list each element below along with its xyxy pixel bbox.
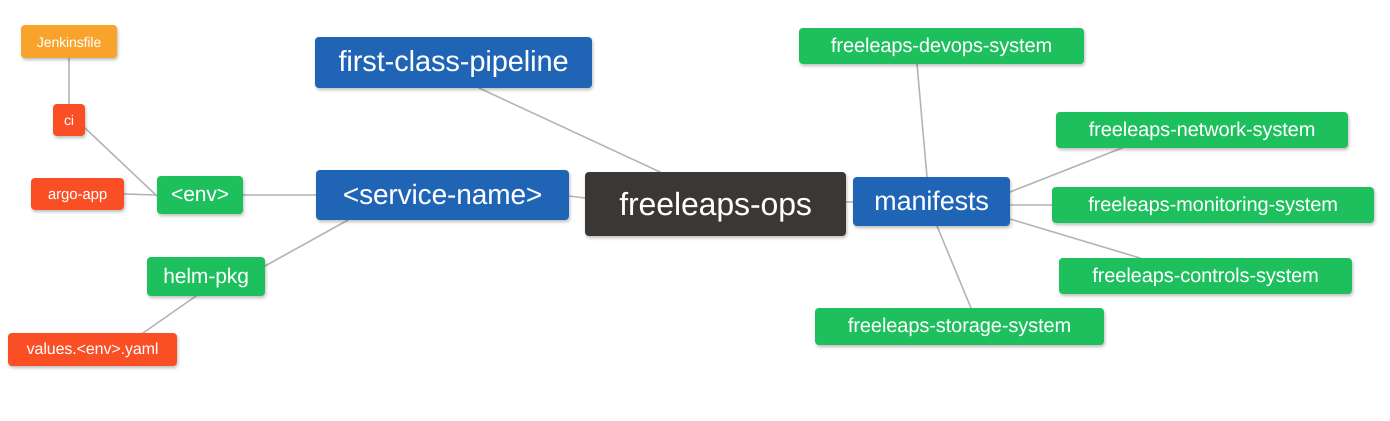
mindmap-node-argo-app[interactable]: argo-app [31,178,124,210]
mindmap-node-first-class-pipeline[interactable]: first-class-pipeline [315,37,592,88]
mindmap-node-freeleaps-monitoring-system[interactable]: freeleaps-monitoring-system [1052,187,1374,223]
edge-service-name-to-freeleaps-ops [568,195,586,199]
edge-manifests-to-freeleaps-devops-system [916,63,928,178]
mindmap-node-freeleaps-controls-system[interactable]: freeleaps-controls-system [1059,258,1352,294]
mindmap-node-helm-pkg[interactable]: helm-pkg [147,257,265,296]
mindmap-node-service-name[interactable]: <service-name> [316,170,569,220]
mindmap-node-freeleaps-network-system[interactable]: freeleaps-network-system [1056,112,1348,148]
edge-argo-app-to-env [123,193,158,196]
edge-first-class-pipeline-to-freeleaps-ops [478,87,661,173]
mindmap-node-freeleaps-ops[interactable]: freeleaps-ops [585,172,846,236]
mindmap-node-ci[interactable]: ci [53,104,85,136]
mindmap-node-freeleaps-storage-system[interactable]: freeleaps-storage-system [815,308,1104,345]
mindmap-node-freeleaps-devops-system[interactable]: freeleaps-devops-system [799,28,1084,64]
edge-helm-pkg-to-service-name [264,219,349,267]
mindmap-node-values-yaml[interactable]: values.<env>.yaml [8,333,177,366]
mindmap-node-env[interactable]: <env> [157,176,243,214]
mindmap-node-manifests[interactable]: manifests [853,177,1010,226]
edge-values-yaml-to-helm-pkg [142,295,197,334]
edge-manifests-to-freeleaps-storage-system [936,225,972,309]
edge-manifests-to-freeleaps-network-system [1009,147,1123,193]
mindmap-node-jenkinsfile[interactable]: Jenkinsfile [21,25,117,58]
edge-manifests-to-freeleaps-controls-system [1009,218,1141,259]
